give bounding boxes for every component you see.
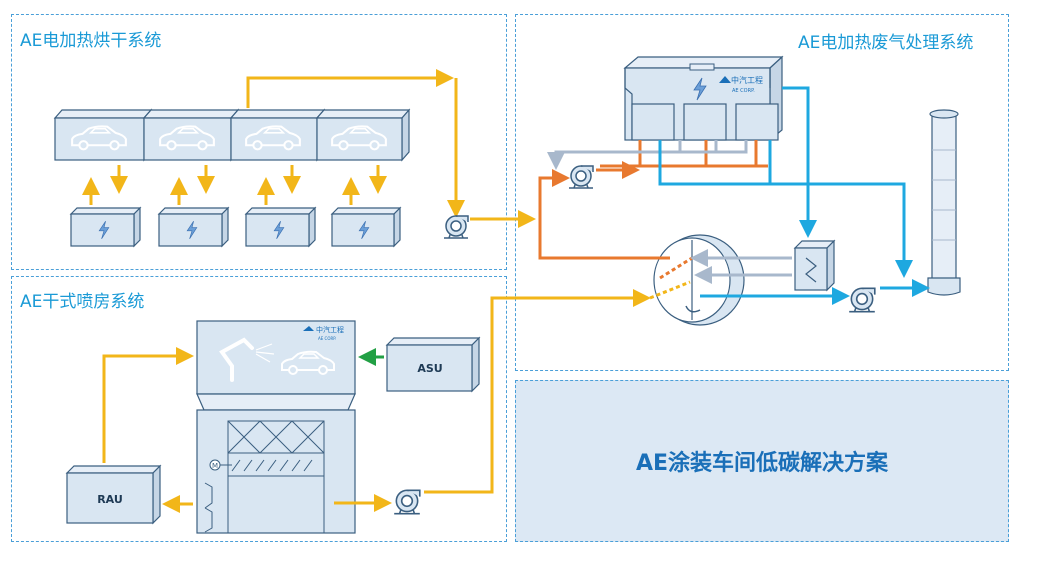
main-exhaust-fan-icon — [848, 287, 876, 313]
dryer-exhaust-fan-icon — [443, 215, 469, 239]
booth-exhaust-fan-icon — [393, 489, 421, 515]
booth-panel-title: AE干式喷房系统 — [20, 292, 145, 312]
solution-banner: AE涂装车间低碳解决方案 — [515, 380, 1009, 542]
heat-exchanger — [793, 239, 836, 292]
electric-heater-2 — [157, 206, 230, 248]
dryer-oven-1 — [53, 108, 153, 162]
dryer-oven-4 — [315, 108, 411, 162]
rto-oxidizer: 中汽工程 AE CORP. — [623, 55, 784, 142]
exhaust-panel-title: AE电加热废气处理系统 — [798, 33, 974, 53]
spray-booth: M 中汽工程 AE CORP. — [196, 320, 356, 534]
dryer-exhaust-line — [246, 69, 536, 228]
zeolite-rotor — [653, 234, 745, 326]
booth-logo-cn: 中汽工程 — [316, 325, 344, 334]
robot-arm-icon — [219, 337, 254, 382]
dryer-panel — [11, 14, 507, 270]
electric-heater-3 — [244, 206, 317, 248]
electric-heater-4 — [330, 206, 402, 248]
booth-recirculation-line — [102, 289, 651, 513]
rto-logo-cn: 中汽工程 — [731, 75, 763, 85]
stack-chimney — [927, 109, 961, 296]
blue-clean-air-lines — [658, 86, 930, 305]
rto-logo-en: AE CORP. — [732, 88, 755, 94]
electric-heater-1 — [69, 206, 142, 248]
asu-unit: ASU — [385, 336, 481, 393]
exhaust-panel — [515, 14, 1009, 371]
rotor-inlet-dashed — [649, 280, 691, 300]
booth-logo-en: AE CORP. — [318, 336, 336, 341]
dryer-oven-2 — [142, 108, 240, 162]
dryer-panel-title: AE电加热烘干系统 — [20, 31, 162, 51]
desorption-fan-icon — [568, 165, 594, 189]
booth-panel — [11, 276, 507, 542]
heater-supply-arrows — [82, 165, 387, 205]
rto-logo-icon — [719, 76, 731, 83]
motor-label: M — [212, 462, 218, 470]
asu-label: ASU — [417, 362, 442, 375]
booth-logo-icon — [303, 326, 314, 331]
rau-unit: RAU — [65, 464, 162, 525]
banner-text: AE涂装车间低碳解决方案 — [635, 451, 889, 476]
gray-air-lines — [547, 140, 792, 284]
rau-label: RAU — [97, 493, 123, 506]
dryer-oven-3 — [229, 108, 326, 162]
